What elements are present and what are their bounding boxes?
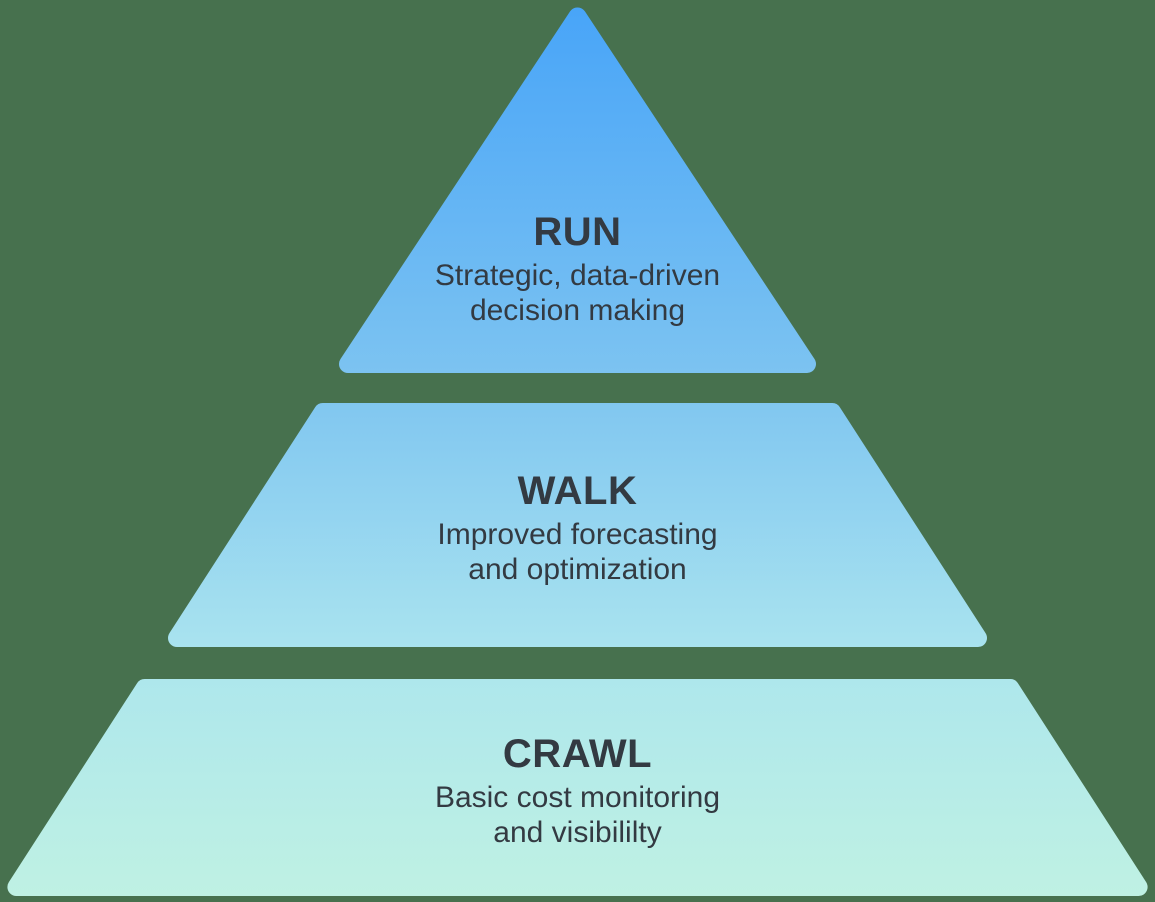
tier-crawl-shape: [7, 679, 1148, 896]
tier-run-shape: [339, 7, 816, 373]
tier-walk-shape: [168, 403, 987, 647]
